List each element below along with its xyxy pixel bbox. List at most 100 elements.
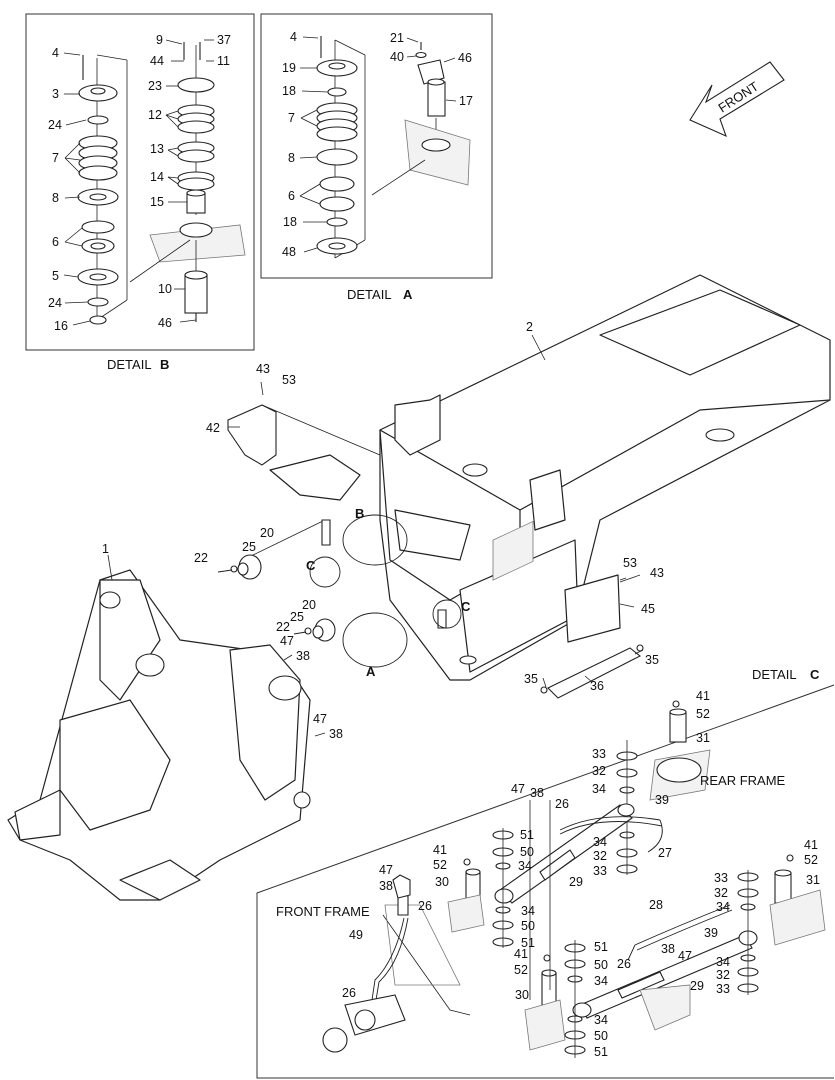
part-label-m43a: 43	[256, 362, 270, 376]
part-label-b13: 13	[150, 142, 164, 156]
part-label-b46: 46	[158, 316, 172, 330]
part-label-m38b: 38	[329, 727, 343, 741]
part-label-c52c: 52	[804, 853, 818, 867]
part-label-a19: 19	[282, 61, 296, 75]
part-label-m53a: 53	[282, 373, 296, 387]
part-label-c38b: 38	[379, 879, 393, 893]
part-label-c33a: 33	[592, 747, 606, 761]
part-label-m22b: 22	[276, 620, 290, 634]
part-label-b14: 14	[150, 170, 164, 184]
callout-c-letter-2: C	[461, 599, 471, 614]
detail-c-parts	[322, 700, 826, 1058]
part-label-c41d: 41	[514, 947, 528, 961]
part-label-c34d: 34	[521, 904, 535, 918]
detail-b-title-letter: B	[160, 357, 169, 372]
main-parts	[217, 404, 644, 699]
part-label-m2: 2	[526, 320, 533, 334]
part-label-m35b: 35	[645, 653, 659, 667]
part-label-b44: 44	[150, 54, 164, 68]
part-label-m42: 42	[206, 421, 220, 435]
part-label-c52b: 52	[433, 858, 447, 872]
part-label-c34e: 34	[716, 900, 730, 914]
part-label-c31a: 31	[696, 731, 710, 745]
part-label-c33d: 33	[716, 982, 730, 996]
part-label-c38a: 38	[530, 786, 544, 800]
detail-a-title-letter: A	[403, 287, 413, 302]
part-label-m20b: 20	[302, 598, 316, 612]
callout-c-letter-1: C	[306, 558, 316, 573]
part-label-c51a: 51	[520, 828, 534, 842]
part-label-a21: 21	[390, 31, 404, 45]
part-label-c41a: 41	[696, 689, 710, 703]
part-label-c32a: 32	[592, 764, 606, 778]
part-label-c30b: 30	[515, 988, 529, 1002]
part-label-b16: 16	[54, 319, 68, 333]
part-label-c51c: 51	[594, 940, 608, 954]
part-label-b24a: 24	[48, 118, 62, 132]
rear-frame-caption: REAR FRAME	[700, 773, 786, 788]
part-label-c50d: 50	[594, 1029, 608, 1043]
rear-frame	[269, 274, 831, 681]
detail-a-title: DETAIL A	[347, 287, 413, 302]
detail-c-title-prefix: DETAIL	[752, 667, 797, 682]
part-label-b11: 11	[217, 54, 230, 68]
detail-a-box	[260, 13, 493, 279]
part-label-c41b: 41	[433, 843, 447, 857]
part-label-m38a: 38	[296, 649, 310, 663]
part-label-a7: 7	[288, 111, 295, 125]
part-label-c39b: 39	[704, 926, 718, 940]
part-label-c50b: 50	[521, 919, 535, 933]
part-label-c27: 27	[658, 846, 672, 860]
part-label-m47b: 47	[313, 712, 327, 726]
front-frame-caption: FRONT FRAME	[276, 904, 370, 919]
part-label-m25a: 25	[242, 540, 256, 554]
part-label-c51d: 51	[594, 1045, 608, 1059]
part-label-c26c: 26	[342, 986, 356, 1000]
detail-b-title: DETAIL B	[107, 357, 169, 372]
part-label-a18b: 18	[283, 215, 297, 229]
part-label-b7: 7	[52, 151, 59, 165]
part-label-b5: 5	[52, 269, 59, 283]
part-label-c32c: 32	[714, 886, 728, 900]
part-label-c33b: 33	[593, 864, 607, 878]
detail-b-box	[25, 13, 255, 351]
part-label-b37: 37	[217, 33, 231, 47]
part-label-c26a: 26	[555, 797, 569, 811]
detail-b-title-prefix: DETAIL	[107, 357, 152, 372]
part-label-c32d: 32	[716, 968, 730, 982]
callout-b-letter: B	[355, 506, 364, 521]
part-label-c39a: 39	[655, 793, 669, 807]
part-label-m36: 36	[590, 679, 604, 693]
part-label-c52a: 52	[696, 707, 710, 721]
part-label-c26d: 26	[617, 957, 631, 971]
detail-a-title-prefix: DETAIL	[347, 287, 392, 302]
detail-b-parts	[77, 42, 246, 325]
part-label-m45: 45	[641, 602, 655, 616]
part-label-c34f: 34	[594, 974, 608, 988]
part-label-b12: 12	[148, 108, 162, 122]
part-label-b24b: 24	[48, 296, 62, 310]
part-label-a48: 48	[282, 245, 296, 259]
part-label-c47b: 47	[379, 863, 393, 877]
part-label-b9: 9	[156, 33, 163, 47]
part-label-c34h: 34	[594, 1013, 608, 1027]
part-label-a6: 6	[288, 189, 295, 203]
detail-c-title: DETAIL C	[752, 667, 820, 682]
part-label-b8: 8	[52, 191, 59, 205]
part-label-c30a: 30	[435, 875, 449, 889]
part-label-m53b: 53	[623, 556, 637, 570]
part-label-a17: 17	[459, 94, 473, 108]
part-label-b6: 6	[52, 235, 59, 249]
part-label-c28: 28	[649, 898, 663, 912]
part-label-m25b: 25	[290, 610, 304, 624]
part-label-c34b: 34	[518, 859, 532, 873]
part-label-c33c: 33	[714, 871, 728, 885]
part-label-c49: 49	[349, 928, 363, 942]
detail-c-box	[256, 684, 835, 1079]
part-label-c26b: 26	[418, 899, 432, 913]
part-label-b10: 10	[158, 282, 172, 296]
part-label-c38c: 38	[661, 942, 675, 956]
part-label-c29a: 29	[569, 875, 583, 889]
